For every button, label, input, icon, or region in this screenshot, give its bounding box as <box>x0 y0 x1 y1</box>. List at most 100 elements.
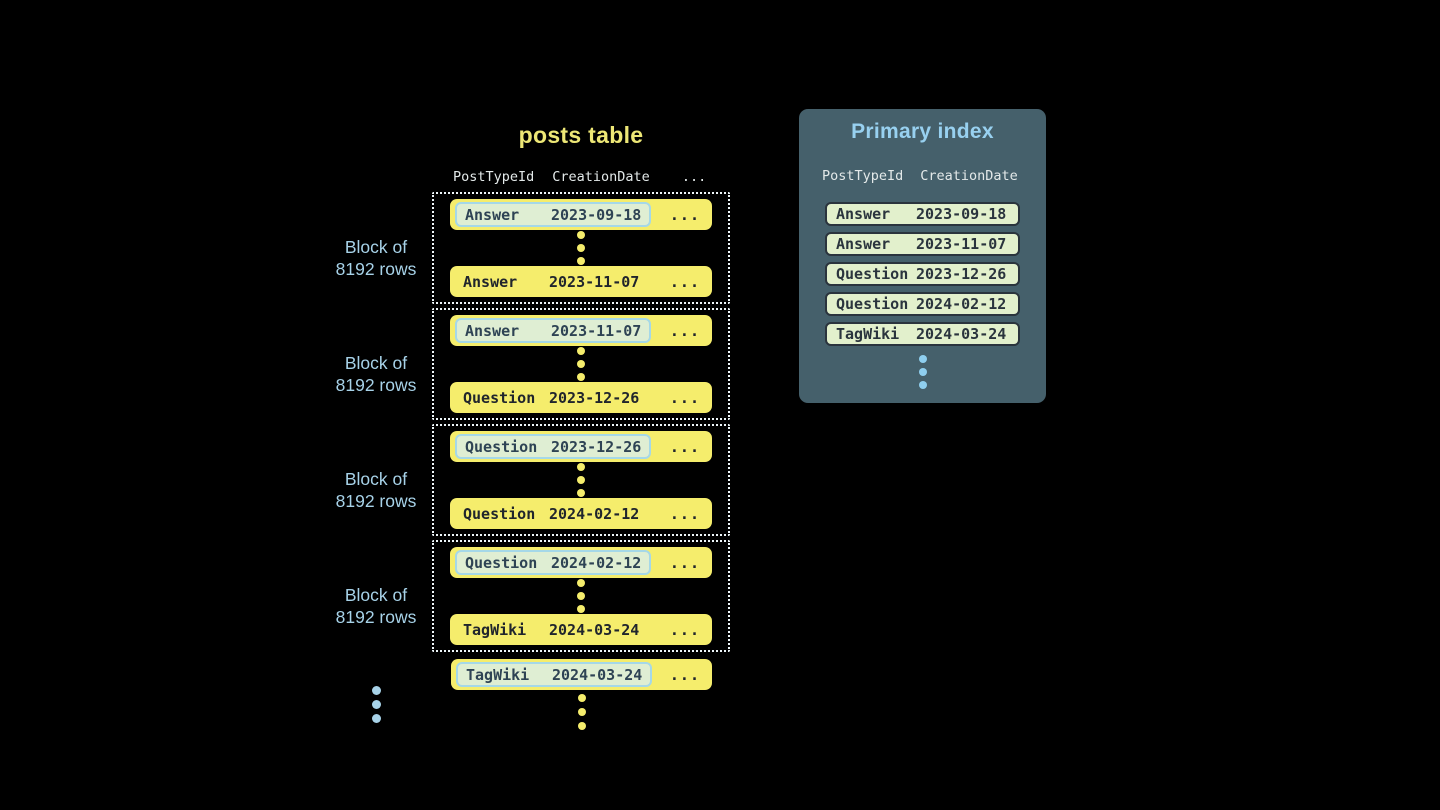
creation-date-cell: 2023-11-07 <box>916 235 1007 253</box>
matching-index-entry-highlight: Question 2023-12-26 <box>455 434 652 459</box>
post-type-cell: TagWiki <box>836 325 900 343</box>
column-header-creationdate: CreationDate <box>552 169 650 185</box>
table-row: Question 2023-12-26... <box>450 382 712 413</box>
post-type-cell: Question <box>463 504 536 523</box>
block-size-label-line: Block of <box>344 585 408 605</box>
primary-index-title: Primary index <box>851 120 994 143</box>
ellipsis-dot <box>577 347 585 355</box>
post-type-cell: Answer <box>463 272 518 291</box>
block-size-label-line: Block of <box>344 469 408 489</box>
column-header-posttypeid: PostTypeId <box>822 168 904 184</box>
index-row: Question 2023-12-26 <box>825 262 1020 286</box>
table-row: Question 2024-02-12... <box>450 547 712 578</box>
post-type-cell: Question <box>465 553 538 572</box>
post-type-cell: Answer <box>836 205 891 223</box>
ellipsis-dot <box>918 355 927 363</box>
block-size-label-line: Block of <box>344 353 408 373</box>
ellipsis-dot <box>577 592 585 600</box>
creation-date-cell: 2024-03-24 <box>549 620 640 639</box>
matching-index-entry-highlight: Question 2024-02-12 <box>455 550 652 575</box>
column-header-more-ellipsis: ... <box>681 169 707 185</box>
index-row: Question 2024-02-12 <box>825 292 1020 316</box>
rows-between-ellipsis <box>577 347 585 381</box>
creation-date-cell: 2024-02-12 <box>916 295 1007 313</box>
ellipsis-dot <box>371 686 381 695</box>
hidden-columns-ellipsis: ... <box>669 553 700 572</box>
primary-index-panel: Primary index PostTypeId CreationDate An… <box>799 109 1046 403</box>
creation-date-cell: 2024-02-12 <box>551 553 642 572</box>
ellipsis-dot <box>577 708 586 716</box>
hidden-columns-ellipsis: ... <box>669 665 700 684</box>
creation-date-cell: 2023-11-07 <box>549 272 640 291</box>
ellipsis-dot <box>577 579 585 587</box>
index-row: Answer 2023-11-07 <box>825 232 1020 256</box>
table-row: Question 2023-12-26... <box>450 431 712 462</box>
block-size-label-line: 8192 rows <box>335 258 417 279</box>
post-type-cell: Question <box>463 388 536 407</box>
ellipsis-dot <box>918 368 927 376</box>
more-rows-ellipsis <box>451 694 712 730</box>
table-row: Answer 2023-11-07... <box>450 266 712 297</box>
creation-date-cell: 2023-12-26 <box>551 437 642 456</box>
post-type-cell: Question <box>836 295 909 313</box>
column-header-posttypeid: PostTypeId <box>453 169 535 185</box>
hidden-columns-ellipsis: ... <box>669 620 700 639</box>
block-size-label-line: 8192 rows <box>335 606 417 627</box>
hidden-columns-ellipsis: ... <box>669 437 700 456</box>
post-type-cell: Answer <box>836 235 891 253</box>
column-header-creationdate: CreationDate <box>920 168 1018 184</box>
post-type-cell: Question <box>836 265 909 283</box>
hidden-columns-ellipsis: ... <box>669 205 700 224</box>
posts-table-column-headers: PostTypeId CreationDate ... <box>432 168 730 186</box>
creation-date-cell: 2023-12-26 <box>916 265 1007 283</box>
post-type-cell: Answer <box>465 321 520 340</box>
table-row: Question 2024-02-12... <box>450 498 712 529</box>
ellipsis-dot <box>577 244 585 252</box>
more-index-entries-ellipsis <box>799 355 1046 389</box>
matching-index-entry-highlight: Answer 2023-09-18 <box>455 202 652 227</box>
ellipsis-dot <box>371 700 381 709</box>
posts-table-title: posts table <box>518 122 644 148</box>
ellipsis-dot <box>577 605 585 613</box>
hidden-columns-ellipsis: ... <box>669 388 700 407</box>
ellipsis-dot <box>577 489 585 497</box>
creation-date-cell: 2023-12-26 <box>549 388 640 407</box>
creation-date-cell: 2023-09-18 <box>551 205 642 224</box>
post-type-cell: TagWiki <box>466 665 530 684</box>
ellipsis-dot <box>577 476 585 484</box>
creation-date-cell: 2023-09-18 <box>916 205 1007 223</box>
block-size-label-line: 8192 rows <box>335 374 417 395</box>
ellipsis-dot <box>577 463 585 471</box>
rows-between-ellipsis <box>577 579 585 613</box>
ellipsis-dot <box>577 257 585 265</box>
table-row: TagWiki 2024-03-24... <box>450 614 712 645</box>
ellipsis-dot <box>371 714 381 723</box>
more-blocks-ellipsis <box>336 686 416 723</box>
ellipsis-dot <box>577 722 586 730</box>
ellipsis-dot <box>577 373 585 381</box>
ellipsis-dot <box>577 694 586 702</box>
index-row: Answer 2023-09-18 <box>825 202 1020 226</box>
creation-date-cell: 2024-02-12 <box>549 504 640 523</box>
post-type-cell: TagWiki <box>463 620 527 639</box>
ellipsis-dot <box>918 381 927 389</box>
post-type-cell: Question <box>465 437 538 456</box>
hidden-columns-ellipsis: ... <box>669 504 700 523</box>
rows-between-ellipsis <box>577 463 585 497</box>
hidden-columns-ellipsis: ... <box>669 272 700 291</box>
table-row: Answer 2023-09-18... <box>450 199 712 230</box>
creation-date-cell: 2024-03-24 <box>916 325 1007 343</box>
ellipsis-dot <box>577 231 585 239</box>
post-type-cell: Answer <box>465 205 520 224</box>
block-of-rows: Question 2024-02-12... TagWiki 2024-03-24..… <box>432 540 730 652</box>
rows-between-ellipsis <box>577 231 585 265</box>
index-row: TagWiki 2024-03-24 <box>825 322 1020 346</box>
